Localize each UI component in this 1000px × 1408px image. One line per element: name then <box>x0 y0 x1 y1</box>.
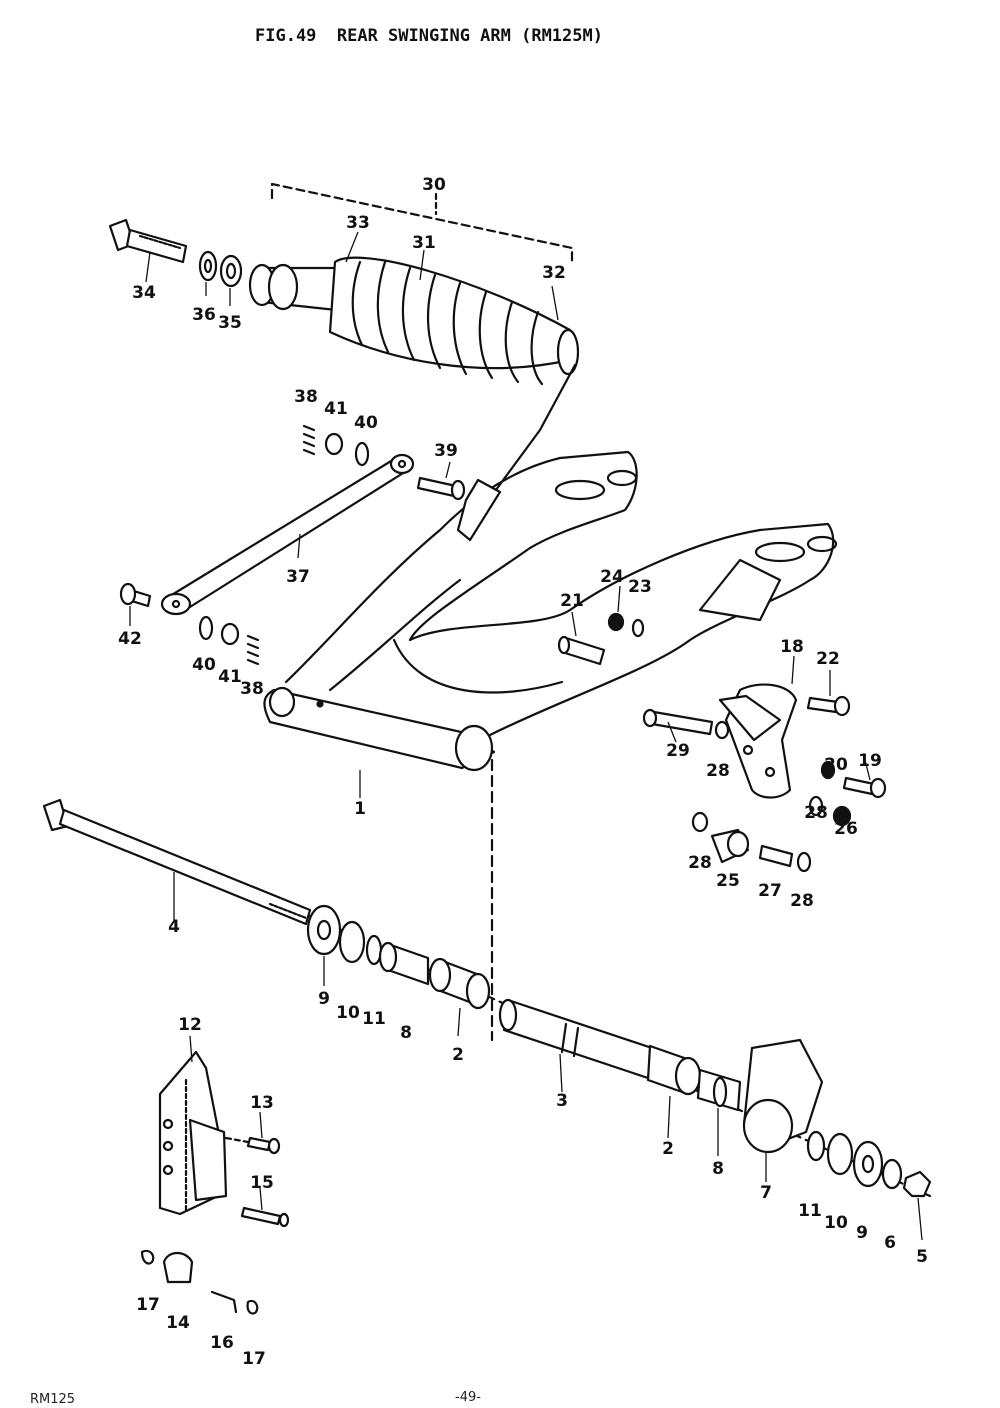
part-label-21: 21 <box>560 591 584 611</box>
part-label-3: 3 <box>556 1091 568 1111</box>
part-label-2: 2 <box>452 1045 464 1065</box>
washer-36 <box>198 250 218 282</box>
part-label-42: 42 <box>118 629 142 649</box>
nut-5 <box>902 1170 932 1198</box>
part-label-8: 8 <box>712 1159 724 1179</box>
part-label-26: 26 <box>834 819 858 839</box>
part-label-11: 11 <box>798 1201 822 1221</box>
part-label-40: 40 <box>192 655 216 675</box>
part-label-28: 28 <box>688 853 712 873</box>
part-label-11: 11 <box>362 1009 386 1029</box>
washer-35 <box>219 254 243 288</box>
part-label-23: 23 <box>628 577 652 597</box>
footer-model: RM125 <box>30 1392 76 1407</box>
part-label-32: 32 <box>542 263 566 283</box>
part-label-1: 1 <box>354 799 366 819</box>
part-label-38: 38 <box>240 679 264 699</box>
part-label-24: 24 <box>600 567 624 587</box>
part-label-41: 41 <box>324 399 348 419</box>
part-label-4: 4 <box>168 917 180 937</box>
tie-rod <box>160 453 415 616</box>
figure-title: FIG.49 REAR SWINGING ARM (RM125M) <box>255 26 603 46</box>
part-label-12: 12 <box>178 1015 202 1035</box>
part-label-31: 31 <box>412 233 436 253</box>
part-label-39: 39 <box>434 441 458 461</box>
part-label-6: 6 <box>884 1233 896 1253</box>
part-label-28: 28 <box>706 761 730 781</box>
part-label-38: 38 <box>294 387 318 407</box>
part-label-25: 25 <box>716 871 740 891</box>
part-label-35: 35 <box>218 313 242 333</box>
part-label-36: 36 <box>192 305 216 325</box>
part-label-10: 10 <box>824 1213 848 1233</box>
part-label-8: 8 <box>400 1023 412 1043</box>
part-label-28: 28 <box>790 891 814 911</box>
pivot-spacer <box>502 998 654 1080</box>
part-label-19: 19 <box>858 751 882 771</box>
shock-upper-bolt <box>108 218 188 264</box>
footer-page-number: -49- <box>455 1390 481 1405</box>
part-label-17: 17 <box>242 1349 266 1369</box>
part-label-7: 7 <box>760 1183 772 1203</box>
part-label-2: 2 <box>662 1139 674 1159</box>
part-label-33: 33 <box>346 213 370 233</box>
part-label-15: 15 <box>250 1173 274 1193</box>
part-label-30: 30 <box>422 175 446 195</box>
swing-arm <box>263 450 838 772</box>
part-label-18: 18 <box>780 637 804 657</box>
part-label-14: 14 <box>166 1313 190 1333</box>
shock-assembly-bracket <box>270 182 574 264</box>
part-label-5: 5 <box>916 1247 928 1267</box>
part-label-27: 27 <box>758 881 782 901</box>
shock-absorber <box>248 256 580 500</box>
part-label-22: 22 <box>816 649 840 669</box>
part-label-9: 9 <box>856 1223 868 1243</box>
chain-guide <box>158 1050 228 1216</box>
part-label-29: 29 <box>666 741 690 761</box>
part-label-41: 41 <box>218 667 242 687</box>
part-label-34: 34 <box>132 283 156 303</box>
part-label-16: 16 <box>210 1333 234 1353</box>
linkage-lever <box>718 683 798 799</box>
part-label-20: 20 <box>824 755 848 775</box>
part-label-9: 9 <box>318 989 330 1009</box>
part-label-37: 37 <box>286 567 310 587</box>
part-label-13: 13 <box>250 1093 274 1113</box>
part-label-40: 40 <box>354 413 378 433</box>
part-label-28: 28 <box>804 803 828 823</box>
part-label-17: 17 <box>136 1295 160 1315</box>
part-label-10: 10 <box>336 1003 360 1023</box>
